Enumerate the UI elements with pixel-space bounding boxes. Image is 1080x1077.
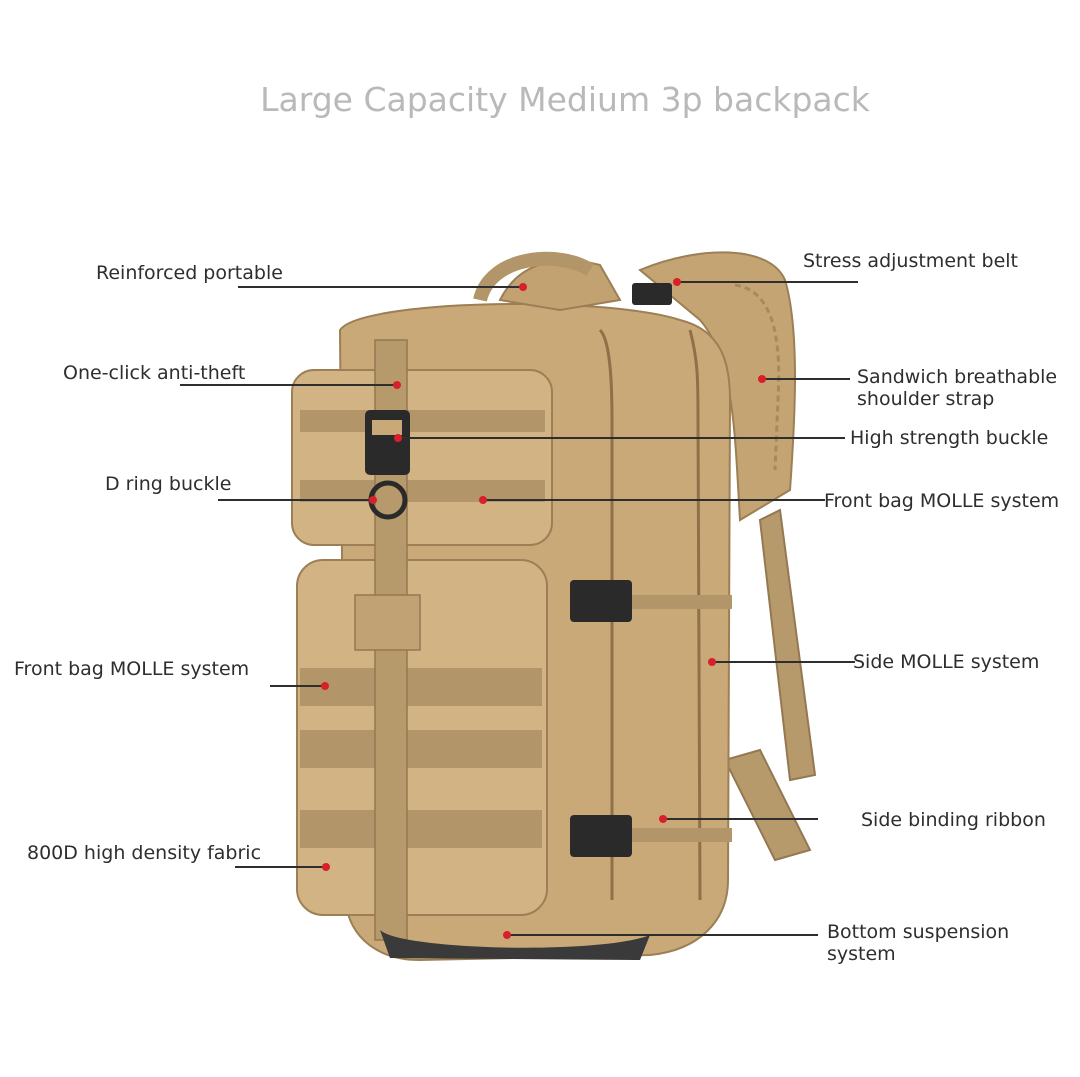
page-title: Large Capacity Medium 3p backpack <box>260 80 870 119</box>
label-reinforced-portable: Reinforced portable <box>96 262 283 284</box>
label-bottom-suspension-line1: Bottom suspension <box>827 921 1010 943</box>
label-sandwich-strap-line1: Sandwich breathable <box>857 366 1058 388</box>
label-front-bag-molle-right: Front bag MOLLE system <box>824 490 1060 512</box>
label-800d-fabric: 800D high density fabric <box>27 842 262 864</box>
label-side-binding-ribbon: Side binding ribbon <box>861 809 1046 831</box>
bottom-straps <box>380 930 650 960</box>
label-bottom-suspension-line2: system <box>827 943 896 965</box>
upper-front-pocket <box>291 369 553 546</box>
buckles <box>365 283 732 857</box>
lower-front-pocket <box>296 559 548 916</box>
label-front-bag-molle-left: Front bag MOLLE system <box>14 658 250 680</box>
callout-markers <box>321 278 766 939</box>
label-d-ring-buckle: D ring buckle <box>105 473 232 495</box>
leader-lines <box>180 281 858 936</box>
label-one-click-anti-theft: One-click anti-theft <box>63 362 246 384</box>
label-side-molle: Side MOLLE system <box>853 651 1040 673</box>
label-stress-adjustment-belt: Stress adjustment belt <box>803 250 1019 272</box>
label-high-strength-buckle: High strength buckle <box>850 427 1049 449</box>
label-sandwich-strap-line2: shoulder strap <box>857 388 995 410</box>
